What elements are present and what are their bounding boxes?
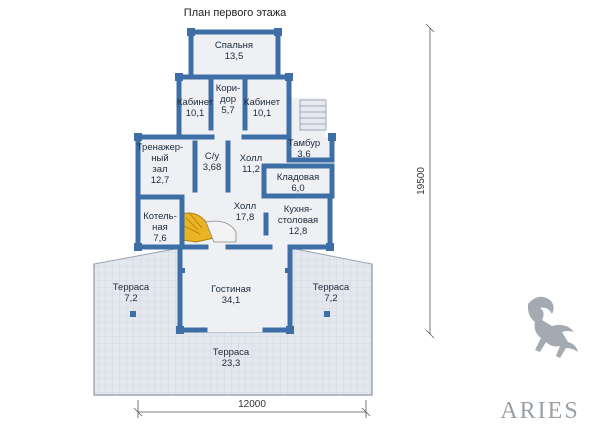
terrace-railing [93,264,373,396]
dimension-lines [133,23,435,418]
room-name: С/у [205,151,220,162]
room-area: 17,8 [236,212,255,223]
staircase [181,212,237,243]
room-area: 12,8 [289,226,308,237]
room-name: Кабинет [177,97,214,108]
room-area: 10,1 [253,108,272,119]
room-area: 7,2 [324,293,337,304]
room-area: 3,68 [203,162,222,173]
room-area: 3,6 [297,149,310,160]
room-name: Кори- [216,83,241,94]
room-name: зал [152,164,167,175]
room-name: ный [151,153,168,164]
plan-title: План первого этажа [184,7,287,19]
room-area: 34,1 [222,295,241,306]
width-dimension: 12000 [238,399,266,410]
room-name: Холл [240,153,262,164]
height-dimension: 19500 [416,167,427,195]
wall-posts [134,28,336,334]
room-name: Терраса [213,347,250,358]
room-name: Спальня [215,40,253,51]
aries-wordmark: ARIES [500,398,579,424]
room-area: 7,6 [153,233,166,244]
room-area: 23,3 [222,358,241,369]
room-name: ная [152,222,168,233]
room-name: Холл [234,201,256,212]
room-name: столовая [278,215,318,226]
room-name: Гостиная [211,284,251,295]
room-name: Тамбур [288,138,320,149]
room-name: Терраса [313,282,350,293]
room-area: 12,7 [151,175,170,186]
terrace-columns [130,268,330,317]
room-name: Кухня- [284,204,313,215]
aries-logo [527,296,578,358]
room-area: 10,1 [186,108,205,119]
room-area: 5,7 [221,105,234,116]
room-name: Тренажер- [137,142,183,153]
room-area: 7,2 [124,293,137,304]
room-name: Кабинет [244,97,281,108]
room-area: 11,2 [242,164,260,175]
ram-icon [527,296,578,358]
room-name: Терраса [113,282,150,293]
room-name: дор [220,94,236,105]
room-name: Котель- [143,211,176,222]
room-area: 13,5 [225,51,244,62]
room-area: 6,0 [291,183,304,194]
room-name: Кладовая [277,172,320,183]
interior-floor [138,32,333,332]
walls [135,29,335,333]
entry-steps [299,99,327,131]
